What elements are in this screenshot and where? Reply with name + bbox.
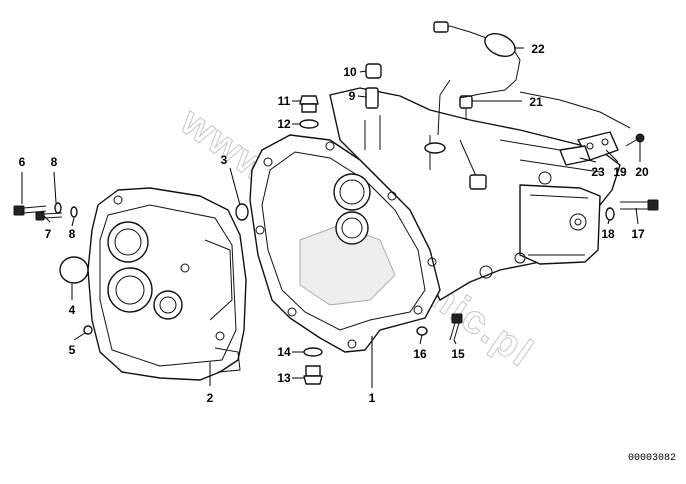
dowel-pin[interactable]	[83, 325, 93, 335]
callout-3[interactable]: 3	[221, 153, 228, 167]
gasket-ring-12[interactable]	[299, 119, 319, 129]
callout-11[interactable]: 11	[278, 94, 291, 108]
callout-10[interactable]: 10	[343, 65, 357, 79]
hex-bolt-15[interactable]	[449, 313, 463, 341]
callout-18[interactable]: 18	[601, 227, 615, 241]
callout-1[interactable]: 1	[369, 391, 376, 405]
hex-bolt-17[interactable]	[620, 199, 659, 211]
drain-plug[interactable]	[303, 365, 323, 385]
callout-15[interactable]: 15	[451, 347, 465, 361]
callout-labels: 1 2 3 4 5 6 7 8 8 9 10 11 12 13 14 15 16…	[19, 42, 649, 405]
gearbox-cover[interactable]	[87, 187, 247, 381]
speed-sensor[interactable]	[459, 95, 473, 120]
leader-lines	[21, 47, 641, 388]
washer-18[interactable]	[605, 207, 615, 221]
gearbox-housing[interactable]	[249, 87, 621, 353]
callout-21[interactable]: 21	[529, 95, 543, 109]
callout-22[interactable]: 22	[531, 42, 545, 56]
callout-17[interactable]: 17	[631, 227, 645, 241]
callout-8a[interactable]: 8	[51, 155, 58, 169]
screw-20[interactable]	[625, 133, 645, 147]
callout-2[interactable]: 2	[207, 391, 214, 405]
callout-6[interactable]: 6	[19, 155, 26, 169]
callout-5[interactable]: 5	[69, 343, 76, 357]
washer-8a[interactable]	[54, 202, 62, 214]
cable-harness[interactable]	[433, 21, 631, 136]
callout-23[interactable]: 23	[591, 165, 605, 179]
callout-16[interactable]: 16	[413, 347, 427, 361]
hex-bolt-6[interactable]	[13, 205, 47, 216]
callout-14[interactable]: 14	[277, 345, 291, 359]
callout-19[interactable]: 19	[613, 165, 627, 179]
filler-plug[interactable]	[299, 95, 319, 113]
seal-ring[interactable]	[235, 203, 249, 221]
gasket-ring-14[interactable]	[303, 347, 323, 357]
rubber-cap[interactable]	[365, 63, 382, 79]
sealing-cap[interactable]	[59, 256, 89, 284]
sleeve[interactable]	[365, 87, 379, 109]
washer-16[interactable]	[416, 326, 428, 336]
callout-12[interactable]: 12	[277, 117, 291, 131]
washer-8b[interactable]	[70, 206, 78, 218]
callout-9[interactable]: 9	[349, 89, 356, 103]
callout-20[interactable]: 20	[635, 165, 649, 179]
diagram-code: 00003082	[628, 453, 676, 464]
callout-7[interactable]: 7	[45, 227, 52, 241]
callout-8b[interactable]: 8	[69, 227, 76, 241]
callout-13[interactable]: 13	[277, 371, 291, 385]
callout-4[interactable]: 4	[69, 303, 76, 317]
